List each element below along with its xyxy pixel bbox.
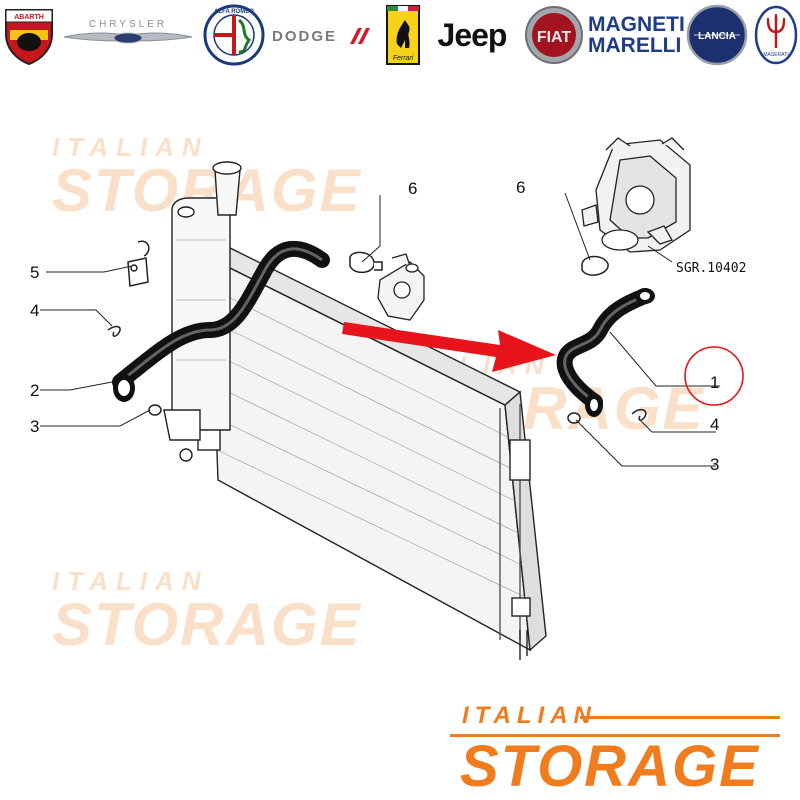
hose-2 xyxy=(112,240,330,402)
hose-1 xyxy=(556,288,655,417)
abarth-logo: ABARTH xyxy=(2,4,56,66)
chrysler-logo-text: CHRYSLER xyxy=(89,19,167,30)
magneti-logo-text: MAGNETI xyxy=(588,13,685,36)
callout-4-left: 4 xyxy=(30,301,39,320)
reference-code: SGR.10402 xyxy=(676,261,746,276)
red-arrow xyxy=(342,322,556,372)
ferrari-logo: Ferrari xyxy=(384,4,422,66)
leader-lines xyxy=(40,192,720,467)
chrysler-logo: CHRYSLER xyxy=(62,4,194,66)
maserati-logo-text: MASERATI xyxy=(763,52,788,58)
footer-logo-line-top xyxy=(580,716,780,719)
footer-logo-italian: ITALIAN xyxy=(462,702,597,729)
callout-3-left: 3 xyxy=(30,417,39,436)
fiat-logo-text: FIAT xyxy=(537,29,572,46)
italian-storage-logo: ITALIAN STORAGE xyxy=(450,700,790,796)
magneti-marelli-logo: MAGNETI MARELLI xyxy=(588,4,685,66)
clamp-6-right xyxy=(581,255,609,276)
callout-3-right: 3 xyxy=(710,455,719,474)
jeep-logo: Jeep xyxy=(428,4,516,66)
diagram-drawing: 5 4 2 3 6 6 1 4 3 SGR.10402 xyxy=(30,137,746,660)
footer-logo-storage: STORAGE xyxy=(460,734,760,799)
brand-logo-bar: ABARTH CHRYSLER ALFA ROMEO DODGE xyxy=(0,0,800,70)
callout-6-left: 6 xyxy=(408,179,417,198)
maserati-logo: MASERATI xyxy=(754,4,798,66)
cooling-system-diagram: ITALIAN STORAGE ITALIAN STORAGE ITALIAN … xyxy=(0,70,800,700)
lancia-logo-text: LANCIA xyxy=(698,31,736,42)
footer-logo-line-mid xyxy=(450,734,780,737)
clip-5 xyxy=(127,240,150,287)
callout-5: 5 xyxy=(30,263,39,282)
callout-1: 1 xyxy=(710,373,719,392)
oring-3-left xyxy=(148,404,162,416)
clip-4-right xyxy=(631,408,647,421)
fiat-logo: FIAT xyxy=(524,4,584,66)
highlight-circle xyxy=(684,346,744,406)
clamp-6-left xyxy=(349,251,383,274)
alfa-romeo-logo-text: ALFA ROMEO xyxy=(214,9,254,15)
dodge-logo-text: DODGE xyxy=(272,28,337,45)
abarth-logo-text: ABARTH xyxy=(14,14,44,21)
jeep-logo-text: Jeep xyxy=(437,16,508,53)
upper-outlet-fitting xyxy=(377,253,425,321)
callout-4-right: 4 xyxy=(710,415,719,434)
ferrari-logo-text: Ferrari xyxy=(393,55,414,62)
clip-4-left xyxy=(107,325,121,337)
callout-6-right: 6 xyxy=(516,178,525,197)
lancia-logo: LANCIA xyxy=(686,4,748,66)
thermostat-housing xyxy=(581,137,691,253)
marelli-logo-text: MARELLI xyxy=(588,34,682,57)
dodge-logo: DODGE xyxy=(270,4,378,66)
alfa-romeo-logo: ALFA ROMEO xyxy=(202,4,266,66)
callout-2: 2 xyxy=(30,381,39,400)
expansion-tank xyxy=(163,161,242,462)
